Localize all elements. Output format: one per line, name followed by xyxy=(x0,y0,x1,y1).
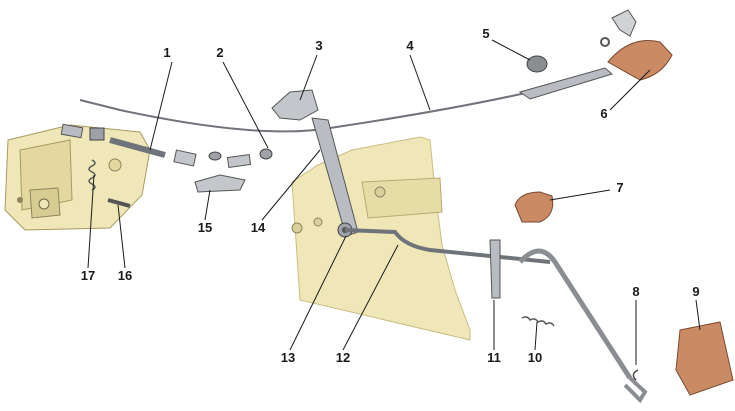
cable-bracket xyxy=(194,174,246,193)
callout-17: 17 xyxy=(81,268,95,283)
pedal-shaft xyxy=(344,228,551,264)
callout-2: 2 xyxy=(216,45,223,60)
callout-4: 4 xyxy=(406,38,414,53)
bushing xyxy=(526,55,548,73)
cable-support-bracket xyxy=(271,89,319,121)
callout-15: 15 xyxy=(198,220,212,235)
callout-7: 7 xyxy=(616,180,623,195)
firewall-bracket xyxy=(361,177,443,219)
pedal-stop xyxy=(514,191,554,223)
callout-10: 10 xyxy=(528,350,542,365)
pedal-pad xyxy=(675,321,734,396)
callout-13: 13 xyxy=(281,350,295,365)
callout-6: 6 xyxy=(600,106,607,121)
callout-3: 3 xyxy=(315,38,322,53)
callout-1: 1 xyxy=(163,45,170,60)
callout-9: 9 xyxy=(692,284,699,299)
callout-11: 11 xyxy=(487,350,501,365)
return-spring xyxy=(88,159,96,191)
callout-16: 16 xyxy=(118,268,132,283)
callout-5: 5 xyxy=(482,26,489,41)
callout-8: 8 xyxy=(632,284,639,299)
callout-12: 12 xyxy=(336,350,350,365)
cable-boot xyxy=(607,40,673,81)
callout-14: 14 xyxy=(251,220,266,235)
firewall-panel xyxy=(291,136,471,341)
